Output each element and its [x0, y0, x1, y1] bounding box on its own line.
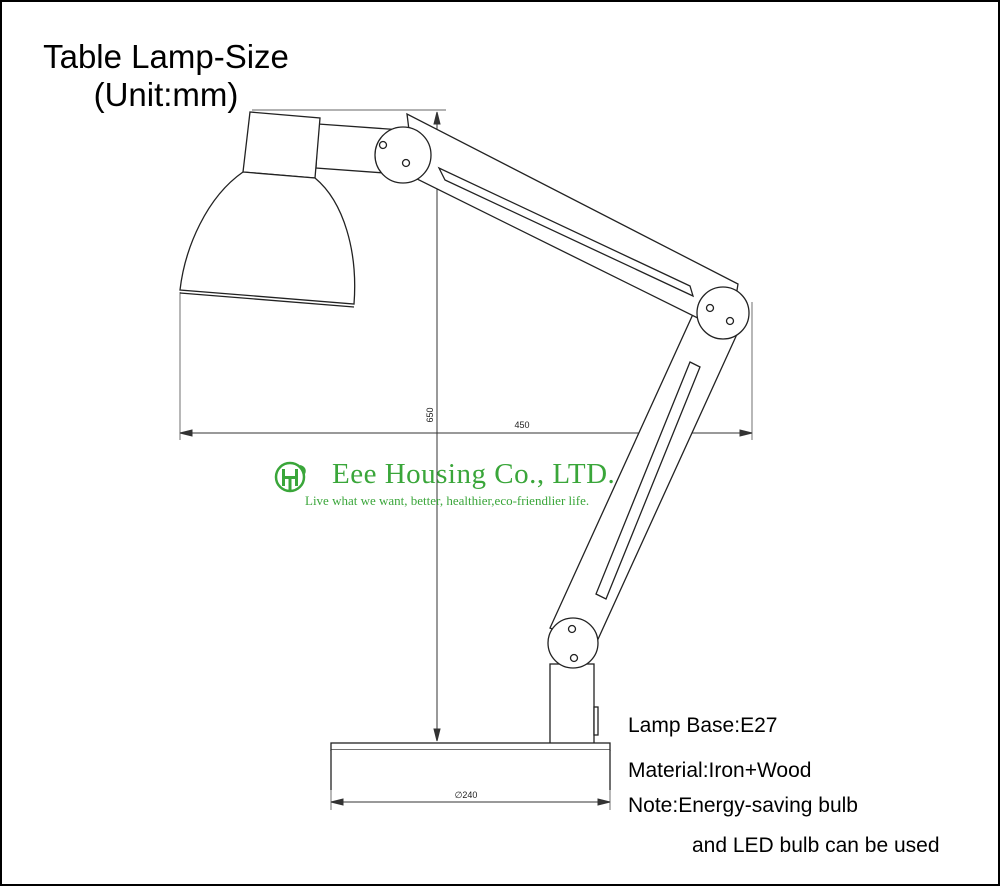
post-switch [593, 706, 599, 736]
base-diameter-label: ∅240 [455, 790, 478, 800]
top-joint [374, 126, 432, 184]
elbow-joint [696, 286, 750, 340]
shade-rim [179, 292, 355, 308]
bottom-joint [547, 617, 599, 669]
width-arrow-right [739, 429, 753, 437]
lamp-base-top [330, 742, 611, 751]
company-name: Eee Housing Co., LTD. [332, 458, 616, 490]
diagram-title: Table Lamp-Size [43, 38, 289, 75]
title-block: Table Lamp-Size (Unit:mm) [16, 38, 316, 114]
lamp-post [549, 663, 595, 745]
height-arrow-bottom [433, 728, 441, 742]
height-arrow-top [433, 111, 441, 125]
base-arrow-right [597, 798, 611, 806]
lamp-shade [179, 171, 356, 305]
lamp-base-body [331, 750, 610, 790]
house-leaf-icon [274, 461, 306, 493]
unit-label: (Unit:mm) [93, 76, 239, 113]
spec-lamp-base: Lamp Base:E27 [628, 714, 778, 737]
width-dimension-label: 450 [514, 420, 529, 430]
spec-note-continued: and LED bulb can be used [692, 834, 940, 857]
company-slogan: Live what we want, better, healthier,eco… [305, 493, 590, 508]
company-logo: Eee Housing Co., LTD. Live what we want,… [272, 458, 672, 518]
spec-note: Note:Energy-saving bulb [628, 794, 858, 817]
spec-material: Material:Iron+Wood [628, 759, 812, 782]
base-arrow-left [330, 798, 344, 806]
width-arrow-left [179, 429, 193, 437]
shade-neck [242, 111, 321, 179]
height-dimension-label: 650 [425, 407, 435, 422]
upper-arm [406, 112, 739, 335]
